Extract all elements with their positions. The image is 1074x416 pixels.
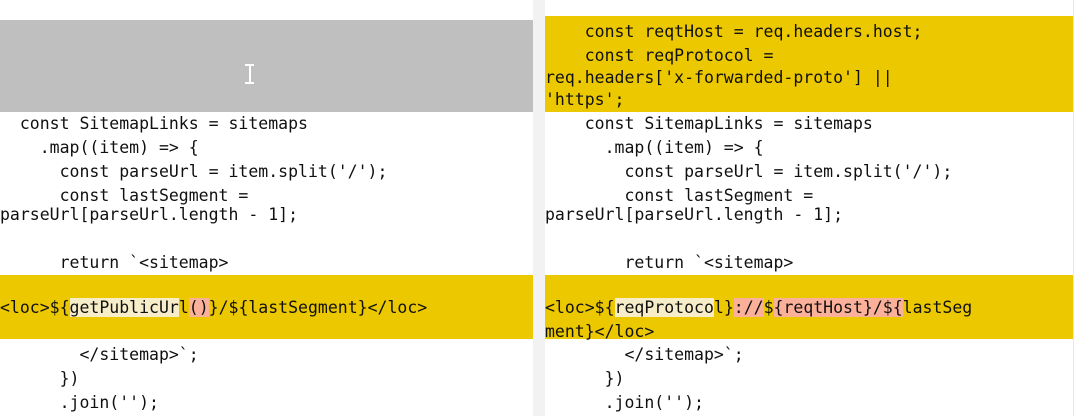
context-tail: l [178, 298, 189, 317]
changed-code-line: const reqProtocol = [545, 46, 774, 65]
changed-code-line: ment}</loc> [545, 322, 655, 341]
code-line [545, 227, 1074, 251]
changed-code-line: <loc>${reqProtocol}://${reqtHost}/${last… [545, 296, 1074, 320]
code-line: const parseUrl = item.split('/'); [545, 162, 953, 181]
code-line: const SitemapLinks = sitemaps [545, 114, 873, 133]
diff-pane-before[interactable]: const SitemapLinks = sitemaps .map((item… [0, 0, 533, 416]
changed-word: {reqtHost}/${ [773, 298, 903, 317]
code-line: return `<sitemap> [545, 253, 794, 272]
code-line: }) [545, 369, 625, 388]
code-line: const lastSegment = [545, 186, 814, 205]
code-line: </sitemap>`; [545, 345, 744, 364]
changed-code-line: const reqtHost = req.headers.host; [545, 22, 923, 41]
changed-code-line: <loc>${getPublicUrl()}/${lastSegment}</l… [0, 296, 533, 320]
code-line: const parseUrl = item.split('/'); [0, 162, 388, 181]
context-word: reqProtoco [614, 298, 714, 317]
code-line: const SitemapLinks = sitemaps [0, 114, 308, 133]
code-layer-before: const SitemapLinks = sitemaps .map((item… [0, 0, 533, 416]
code-line: .map((item) => { [545, 138, 764, 157]
changed-code-line: 'https'; [545, 90, 625, 109]
loc-suffix: }/${lastSegment}</loc> [208, 298, 428, 317]
loc-prefix: <loc>${ [0, 298, 70, 317]
diff-pane-after[interactable]: const reqtHost = req.headers.host; const… [545, 0, 1074, 416]
code-layer-after: const reqtHost = req.headers.host; const… [545, 0, 1074, 416]
context-tail: l} [713, 298, 734, 317]
code-line [0, 227, 533, 251]
code-line: .map((item) => { [0, 138, 199, 157]
context-word: getPublicUr [69, 298, 179, 317]
code-line: }) [0, 369, 80, 388]
loc-mid: $ [763, 298, 774, 317]
selection-block[interactable] [0, 20, 533, 112]
changed-line-band [545, 16, 1074, 112]
pane-divider [533, 0, 545, 416]
loc-prefix: <loc>${ [545, 298, 615, 317]
changed-word: :// [733, 298, 764, 317]
code-line: parseUrl[parseUrl.length - 1]; [0, 205, 299, 224]
changed-word: () [188, 298, 209, 317]
code-line: return `<sitemap> [0, 253, 229, 272]
code-line: </sitemap>`; [0, 345, 199, 364]
code-line: parseUrl[parseUrl.length - 1]; [545, 205, 844, 224]
code-line: .join(''); [0, 393, 159, 412]
code-line: .join(''); [545, 393, 704, 412]
loc-suffix: lastSeg [902, 298, 973, 317]
changed-code-line: req.headers['x-forwarded-proto'] || [545, 68, 893, 87]
code-line: const lastSegment = [0, 186, 249, 205]
